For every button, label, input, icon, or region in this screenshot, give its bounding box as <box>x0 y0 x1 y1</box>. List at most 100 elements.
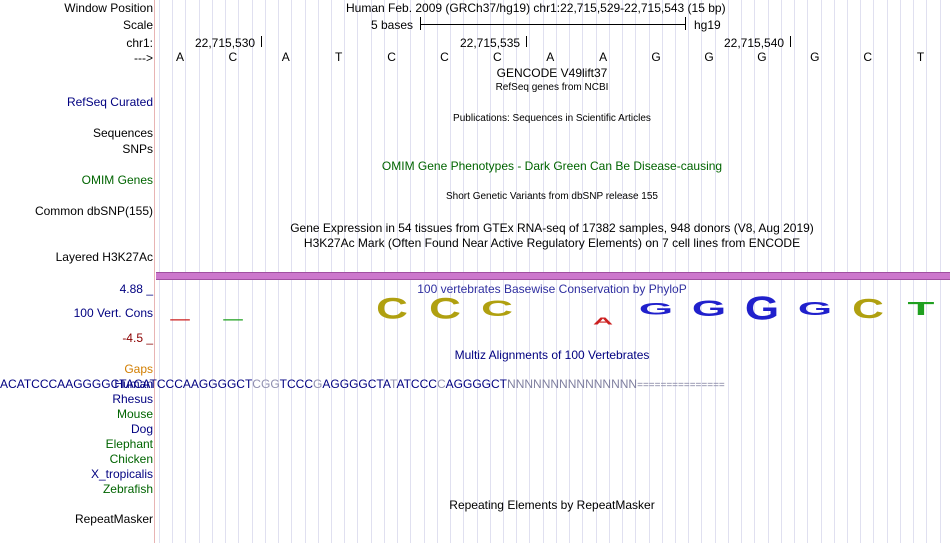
grid-line <box>317 0 319 543</box>
grid-line <box>688 0 690 543</box>
coord-2: 22,715,535 <box>460 36 521 50</box>
grid-line <box>185 0 187 543</box>
dbsnp-track[interactable]: Short Genetic Variants from dbSNP releas… <box>446 191 658 202</box>
vert-cons-label[interactable]: 100 Vert. Cons <box>73 306 153 320</box>
grid-line <box>436 0 438 543</box>
species-label-rhesus[interactable]: Rhesus <box>112 392 153 406</box>
alignment-base: = <box>678 380 684 391</box>
grid-line <box>172 0 174 543</box>
alignment-base: G <box>462 377 473 391</box>
alignment-base: N <box>515 377 525 391</box>
scale-bar <box>420 24 685 25</box>
logo-letter: G <box>691 295 727 322</box>
omim-genes-label[interactable]: OMIM Genes <box>81 173 153 187</box>
h3k27ac-track-title[interactable]: H3K27Ac Mark (Often Found Near Active Re… <box>303 236 801 250</box>
logo-letter: G <box>638 299 674 319</box>
phylop-track-title[interactable]: 100 vertebrates Basewise Conservation by… <box>417 282 687 296</box>
alignment-base: N <box>611 377 620 391</box>
alignment-base: G <box>260 377 271 391</box>
alignment-base: C <box>39 377 49 391</box>
coord-tick-3 <box>790 36 791 47</box>
publications-track[interactable]: Publications: Sequences in Scientific Ar… <box>453 113 651 124</box>
alignment-base: N <box>567 377 577 391</box>
grid-line <box>807 0 809 543</box>
alignment-base: A <box>57 377 66 391</box>
alignment-base: T <box>499 377 508 391</box>
base-letter: A <box>546 50 555 64</box>
repeatmasker-label[interactable]: RepeatMasker <box>74 512 153 526</box>
window-position-label: Window Position <box>64 1 153 15</box>
sequences-label[interactable]: Sequences <box>92 126 153 140</box>
grid-line <box>211 0 213 543</box>
grid-line <box>555 0 557 543</box>
alignment-base: C <box>419 377 429 391</box>
grid-line <box>886 0 888 543</box>
base-letter: A <box>175 50 185 64</box>
grid-line <box>727 0 729 543</box>
alignment-base: = <box>718 380 725 391</box>
alignment-base: G <box>226 377 237 391</box>
repeatmasker-track[interactable]: Repeating Elements by RepeatMasker <box>449 498 655 512</box>
alignment-base: C <box>436 377 446 391</box>
alignment-base: G <box>453 377 463 391</box>
scale-bar-right <box>685 17 686 30</box>
alignment-base: T <box>244 377 253 391</box>
base-letter: C <box>387 50 396 64</box>
multiz-track-title[interactable]: Multiz Alignments of 100 Vertebrates <box>454 348 650 362</box>
alignment-base: = <box>672 380 678 391</box>
scale-bar-left <box>420 17 421 30</box>
grid-line <box>860 0 862 543</box>
grid-line <box>939 0 941 543</box>
refseq-curated-label[interactable]: RefSeq Curated <box>66 95 153 109</box>
alignment-base: N <box>533 377 542 391</box>
logo-letter: C <box>428 291 461 326</box>
grid-line <box>674 0 676 543</box>
gaps-label[interactable]: Gaps <box>124 362 153 376</box>
grid-line <box>741 0 743 543</box>
alignment-base: = <box>689 380 696 391</box>
logo-letter: T <box>907 297 935 320</box>
grid-line <box>714 0 716 543</box>
alignment-base: N <box>619 377 629 391</box>
alignment-base: C <box>410 377 420 391</box>
grid-line <box>225 0 227 543</box>
species-label-x_tropicalis[interactable]: X_tropicalis <box>90 467 153 481</box>
alignment-base: G <box>349 377 359 391</box>
base-letter: G <box>757 50 767 64</box>
alignment-base: N <box>585 377 594 391</box>
alignment-base: N <box>550 377 560 391</box>
omim-phenotypes-track[interactable]: OMIM Gene Phenotypes - Dark Green Can Be… <box>381 159 723 173</box>
alignment-base: G <box>339 377 350 391</box>
grid-line <box>370 0 372 543</box>
species-label-chicken[interactable]: Chicken <box>109 452 153 466</box>
alignment-base: C <box>8 377 17 391</box>
alignment-base: C <box>31 377 40 391</box>
base-letter: C <box>493 50 502 64</box>
species-label-zebrafish[interactable]: Zebrafish <box>102 482 153 496</box>
grid-line <box>304 0 306 543</box>
common-dbsnp-label[interactable]: Common dbSNP(155) <box>34 204 153 218</box>
base-letter: A <box>281 50 290 64</box>
species-label-elephant[interactable]: Elephant <box>105 437 153 451</box>
strand-label[interactable]: ---> <box>134 51 153 65</box>
grid-line <box>330 0 332 543</box>
grid-line <box>463 0 465 543</box>
gtex-track[interactable]: Gene Expression in 54 tissues from GTEx … <box>290 221 814 235</box>
snps-label[interactable]: SNPs <box>122 142 153 156</box>
alignment-base: N <box>628 377 638 391</box>
species-label-mouse[interactable]: Mouse <box>116 407 153 421</box>
alignment-base: A <box>65 377 74 391</box>
species-label-human[interactable]: Human <box>114 377 153 391</box>
h3k27ac-label[interactable]: Layered H3K27Ac <box>55 250 153 264</box>
species-label-dog[interactable]: Dog <box>130 422 153 436</box>
grid-line <box>198 0 200 543</box>
base-letter: G <box>651 50 661 64</box>
coord-tick-2 <box>526 36 527 47</box>
base-letter: T <box>335 50 343 64</box>
alignment-base: A <box>16 377 24 391</box>
gencode-track[interactable]: GENCODE V49lift37 <box>496 66 608 80</box>
grid-line <box>873 0 875 543</box>
h3k27ac-signal[interactable] <box>156 272 950 280</box>
refseq-ncbi-track[interactable]: RefSeq genes from NCBI <box>495 82 609 93</box>
